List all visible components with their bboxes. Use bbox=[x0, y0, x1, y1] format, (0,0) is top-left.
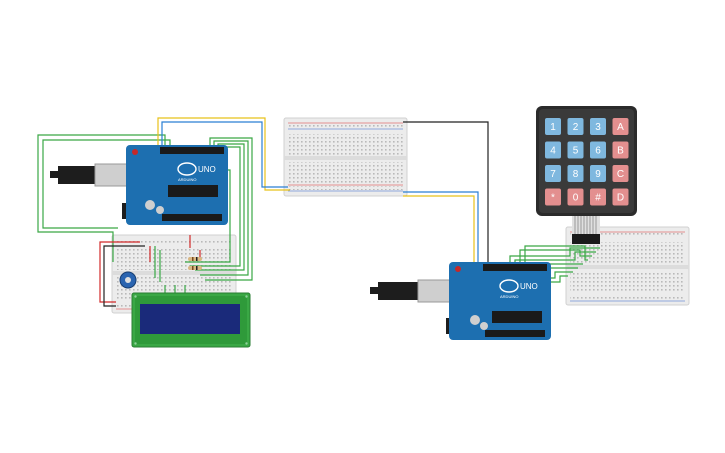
arduino-uno-left[interactable]: UNO ARDUINO bbox=[50, 145, 228, 225]
keypad-connector bbox=[572, 216, 600, 244]
keypad-key-label: 9 bbox=[595, 169, 601, 180]
atmega-chip-right bbox=[492, 311, 542, 323]
arduino-logo-right bbox=[499, 279, 519, 293]
digital-header-right bbox=[483, 264, 547, 271]
arduino-uno-right[interactable]: UNO ARDUINO bbox=[370, 262, 551, 340]
keypad-key-label: 2 bbox=[573, 122, 579, 133]
keypad-key-label: 7 bbox=[550, 169, 556, 180]
keypad-key-6[interactable]: 6 bbox=[590, 141, 606, 159]
keypad-key-9[interactable]: 9 bbox=[590, 165, 606, 182]
analog-header-left bbox=[162, 214, 222, 221]
arduino-logo-left bbox=[177, 162, 197, 176]
board-brand-left: ARDUINO bbox=[178, 177, 196, 182]
keypad-4x4[interactable]: 1 2 3 A 4 5 6 B 7 8 9 C * 0 # D bbox=[536, 106, 637, 244]
keypad-key-5[interactable]: 5 bbox=[567, 141, 584, 159]
keypad-key-hash[interactable]: # bbox=[590, 188, 606, 206]
keypad-key-2[interactable]: 2 bbox=[567, 118, 584, 135]
wires-cross[interactable] bbox=[403, 121, 489, 265]
keypad-key-star[interactable]: * bbox=[545, 188, 561, 206]
keypad-key-C[interactable]: C bbox=[612, 165, 629, 182]
usb-port-left bbox=[94, 163, 128, 187]
keypad-key-label: B bbox=[617, 146, 624, 157]
keypad-key-7[interactable]: 7 bbox=[545, 165, 561, 182]
keypad-key-A[interactable]: A bbox=[612, 118, 629, 135]
keypad-key-label: 4 bbox=[550, 146, 556, 157]
keypad-key-label: # bbox=[595, 193, 601, 204]
keypad-key-label: A bbox=[617, 122, 624, 133]
usb-cable-left bbox=[50, 166, 95, 184]
reset-button-left bbox=[132, 149, 138, 155]
potentiometer[interactable] bbox=[119, 271, 137, 289]
lcd-16x2[interactable] bbox=[131, 292, 251, 348]
reset-button-right bbox=[455, 266, 461, 272]
breadboard-top-center[interactable] bbox=[283, 117, 408, 197]
board-label-right: UNO bbox=[520, 282, 538, 291]
wires-left[interactable] bbox=[37, 117, 290, 307]
keypad-key-label: 8 bbox=[573, 169, 579, 180]
keypad-key-3[interactable]: 3 bbox=[590, 118, 606, 135]
keypad-key-B[interactable]: B bbox=[612, 141, 629, 159]
keypad-key-label: 5 bbox=[573, 146, 579, 157]
keypad-key-0[interactable]: 0 bbox=[567, 188, 584, 206]
board-label-left: UNO bbox=[198, 165, 216, 174]
wires-right[interactable] bbox=[509, 245, 600, 283]
digital-header-left bbox=[160, 147, 224, 154]
keypad-key-label: 1 bbox=[550, 122, 556, 133]
keypad-key-4[interactable]: 4 bbox=[545, 141, 561, 159]
atmega-chip-left bbox=[168, 185, 218, 197]
keypad-key-label: * bbox=[551, 193, 555, 204]
keypad-key-label: 0 bbox=[573, 193, 579, 204]
keypad-key-label: 6 bbox=[595, 146, 601, 157]
keypad-key-1[interactable]: 1 bbox=[545, 118, 561, 135]
usb-cable-right bbox=[370, 282, 418, 300]
analog-header-right bbox=[485, 330, 545, 337]
resistor-2[interactable] bbox=[188, 266, 202, 270]
resistor-1[interactable] bbox=[188, 257, 202, 261]
keypad-keys: 1 2 3 A 4 5 6 B 7 8 9 C * 0 # D bbox=[545, 118, 629, 206]
keypad-key-label: C bbox=[617, 169, 624, 180]
board-brand-right: ARDUINO bbox=[500, 294, 518, 299]
lcd-screen bbox=[140, 304, 240, 334]
keypad-key-label: D bbox=[617, 193, 624, 204]
keypad-key-label: 3 bbox=[595, 122, 601, 133]
usb-port-right bbox=[417, 279, 451, 303]
keypad-key-D[interactable]: D bbox=[612, 188, 629, 206]
keypad-key-8[interactable]: 8 bbox=[567, 165, 584, 182]
